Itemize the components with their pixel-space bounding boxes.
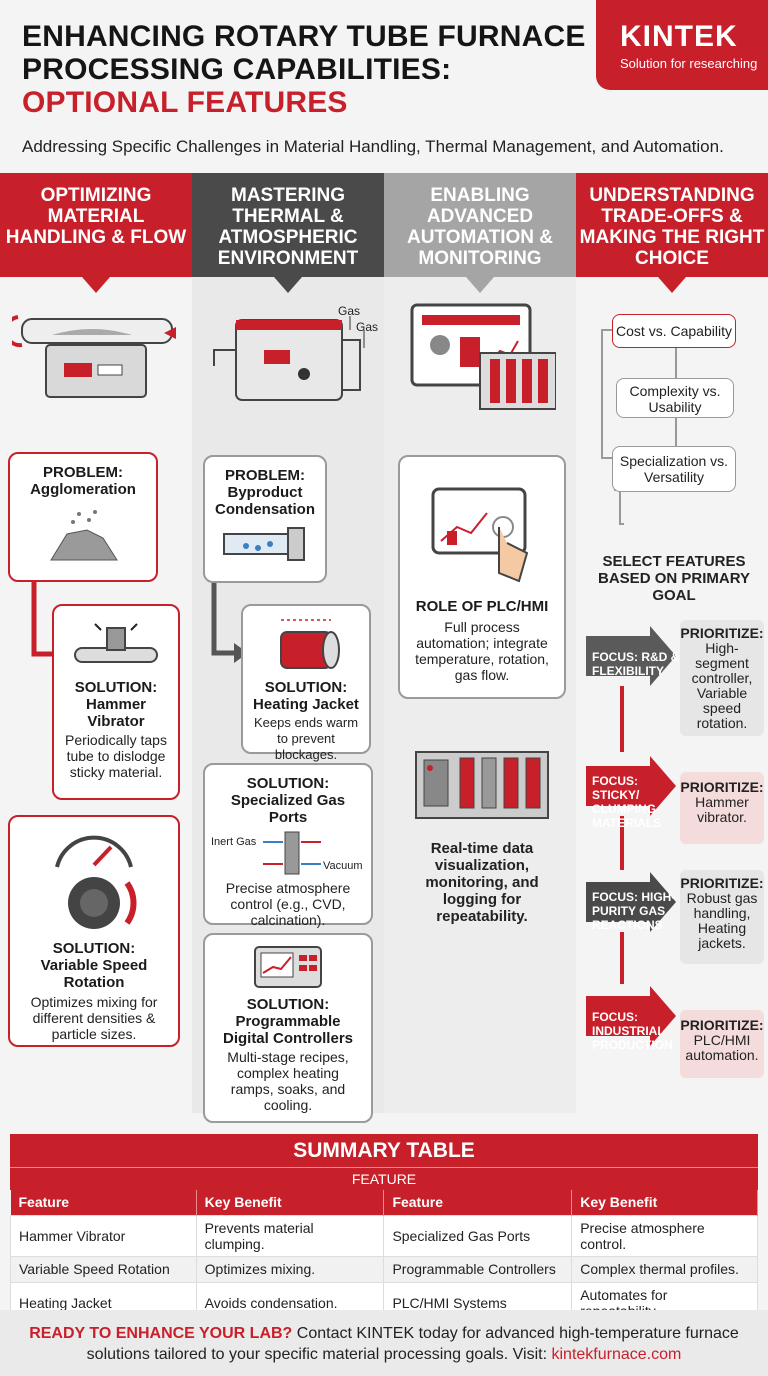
solution-digital-controllers-card: SOLUTION: Programmable Digital Controlle…: [203, 933, 373, 1123]
plc-hmi-role-card: ROLE OF PLC/HMI Full process automation;…: [398, 455, 566, 699]
controller-panel-icon: [254, 946, 322, 988]
page-subtitle: Addressing Specific Challenges in Materi…: [22, 137, 724, 156]
page-title: ENHANCING ROTARY TUBE FURNACE PROCESSING…: [22, 20, 586, 119]
powder-pile-icon: [50, 510, 118, 561]
select-features-heading: SELECT FEATURES BASED ON PRIMARY GOAL: [598, 553, 750, 604]
solution-heating-jacket-card: SOLUTION: Heating Jacket Keeps ends warm…: [241, 604, 371, 762]
rotary-furnace-icon: [12, 315, 176, 398]
heating-jacket-icon: [280, 619, 340, 669]
summary-grid: Feature Key Benefit Feature Key Benefit …: [10, 1190, 758, 1324]
focus-rnd: FOCUS: R&D & FLEXIBILITY: [592, 650, 680, 678]
summary-subheader: FEATURE: [10, 1167, 758, 1190]
touchscreen-icon: [431, 487, 529, 583]
column-header: Key Benefit: [196, 1190, 385, 1215]
table-row: Variable Speed Rotation Optimizes mixing…: [10, 1255, 758, 1283]
website-link[interactable]: kintekfurnace.com: [551, 1346, 682, 1363]
footer-cta: READY TO ENHANCE YOUR LAB? Contact KINTE…: [0, 1310, 768, 1376]
prioritize-sticky: PRIORITIZE: Hammer vibrator.: [680, 772, 764, 844]
plc-rack-icon: [415, 751, 549, 819]
solution-gas-ports-card: SOLUTION: Specialized Gas Ports Inert Ga…: [203, 763, 373, 928]
complexity-usability-box: Complexity vs. Usability: [616, 378, 734, 418]
heading-thermal: MASTERING THERMAL & ATMOSPHERIC ENVIRONM…: [192, 173, 384, 277]
summary-title: SUMMARY TABLE: [10, 1134, 758, 1167]
prioritize-industrial: PRIORITIZE: PLC/HMI automation.: [680, 1010, 764, 1078]
focus-gas: FOCUS: HIGH-PURITY GAS REACTIONS: [592, 890, 676, 932]
data-logging-text: Real-time data visualization, monitoring…: [425, 840, 539, 925]
hammer-vibrator-icon: [74, 623, 158, 663]
table-row: Hammer Vibrator Prevents material clumpi…: [10, 1214, 758, 1257]
focus-arrows: [586, 626, 676, 1046]
kintek-logo[interactable]: KINTEK Solution for researching: [596, 0, 768, 90]
heading-material-handling: OPTIMIZING MATERIAL HANDLING & FLOW: [0, 173, 192, 277]
prioritize-rnd: PRIORITIZE: High-segment controller, Var…: [680, 620, 764, 736]
heading-automation: ENABLING ADVANCED AUTOMATION & MONITORIN…: [384, 173, 576, 277]
solution-hammer-vibrator-card: SOLUTION: Hammer Vibrator Periodically t…: [52, 604, 180, 800]
problem-agglomeration-card: PROBLEM: Agglomeration: [8, 452, 158, 582]
problem-condensation-card: PROBLEM: Byproduct Condensation: [203, 455, 327, 583]
tube-furnace-gas-icon: [213, 316, 365, 401]
column-header: Feature: [10, 1190, 197, 1215]
summary-table: SUMMARY TABLE FEATURE Feature Key Benefi…: [10, 1134, 758, 1324]
heading-tradeoffs: UNDERSTANDING TRADE-OFFS & MAKING THE RI…: [576, 173, 768, 277]
specialization-versatility-box: Specialization vs. Versatility: [612, 446, 736, 492]
condensation-pipe-icon: [223, 527, 305, 561]
prioritize-gas: PRIORITIZE: Robust gas handling, Heating…: [680, 870, 764, 964]
focus-sticky: FOCUS: STICKY/ CLUMPING MATERIALS: [592, 774, 662, 830]
solution-variable-speed-card: SOLUTION: Variable Speed Rotation Optimi…: [8, 815, 180, 1047]
hmi-monitor-icon: [410, 303, 556, 410]
column-header: Feature: [383, 1190, 573, 1215]
gas-port-icon: [263, 831, 321, 875]
speed-dial-icon: [55, 835, 137, 929]
focus-industrial: FOCUS: INDUSTRIAL PRODUCTION: [592, 1010, 673, 1052]
cost-capability-box: Cost vs. Capability: [612, 314, 736, 348]
column-header: Key Benefit: [571, 1190, 758, 1215]
